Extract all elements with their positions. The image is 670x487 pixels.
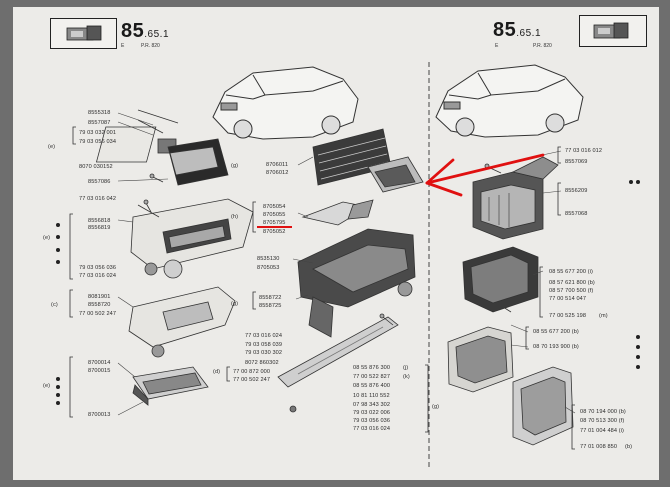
suffix-label-d: (d): [213, 369, 221, 375]
part-number-label: 8706012: [266, 170, 289, 176]
suffix-label-j: (j): [403, 365, 409, 371]
part-number-label: 08 55 876 400: [353, 383, 391, 389]
red-annotation-arrow: [425, 153, 545, 197]
part-number-label: 8700013: [88, 412, 111, 418]
part-number-label: 8705052: [263, 229, 286, 235]
part-number-label: 77 00 502 247: [233, 377, 271, 383]
part-number-label: 8556818: [88, 218, 111, 224]
part-number-label: 77 01 004 484 (i): [580, 428, 624, 434]
indicator-lamp-housing: [462, 246, 539, 313]
part-number-label: 08 70 513 300 (f): [580, 418, 625, 424]
suffix-label-h: (h): [231, 214, 239, 220]
part-number-label: 8070 030152: [79, 164, 113, 170]
interior-lamp-assembly-1: [95, 109, 229, 186]
part-number-label: 79 03 056 036: [353, 418, 391, 424]
part-number-label: 79 03 056 036: [79, 265, 117, 271]
part-number-label: 79 03 032 001: [79, 130, 117, 136]
courtesy-lamp: [132, 366, 209, 406]
part-number-label: 8557087: [88, 120, 111, 126]
part-number-label: 77 03 016 042: [79, 196, 117, 202]
dashboard-housing: [297, 228, 416, 338]
part-number-label: 08 55 876 300: [353, 365, 391, 371]
part-number-label: 8700015: [88, 368, 111, 374]
lamp-thumbnail-icon: [593, 22, 629, 39]
part-number-label: 77 00 872 000: [233, 369, 271, 375]
side-marker-lamp: [447, 326, 574, 446]
part-number-label: 8072 860302: [245, 360, 279, 366]
header-left-label-pr: P.R. 820: [141, 43, 160, 49]
trim-plate: [301, 156, 424, 226]
part-number-label: 8555318: [88, 110, 111, 116]
grouping-brackets: [69, 126, 575, 450]
part-number-label: 8556209: [565, 188, 588, 194]
header-thumbnail-right: [579, 15, 647, 47]
suffix-label-g: (g): [231, 301, 239, 307]
part-number-label: 8558725: [259, 303, 282, 309]
overhead-console-lamp: [128, 286, 236, 358]
suffix-label-e: (e): [43, 235, 51, 241]
header-right-label-pr: P.R. 820: [533, 43, 552, 49]
part-number-label: 8705795: [263, 220, 286, 226]
suffix-label-m: (m): [599, 313, 608, 319]
part-number-label: 8706011: [266, 162, 289, 168]
part-number-label: 8705053: [257, 265, 280, 271]
part-number-label: 8705054: [263, 204, 286, 210]
lamp-thumbnail-icon: [66, 25, 102, 41]
part-number-label: 8705055: [263, 212, 286, 218]
exploded-parts-illustration: [56, 62, 640, 467]
part-number-label: 79 03 030 302: [245, 350, 283, 356]
part-number-label: 08 55 677 200 (b): [533, 329, 579, 335]
header-left-label-e: E: [121, 43, 125, 49]
suffix-label-c: (c): [51, 302, 58, 308]
part-number-label: 8700014: [88, 360, 111, 366]
header-right-label-e: E: [495, 43, 499, 49]
part-number-label: 77 03 016 024: [353, 426, 391, 432]
header-thumbnail-left: [50, 18, 117, 49]
catalog-reference-left: 85.65.1: [121, 20, 169, 42]
catalog-reference-right: 85.65.1: [493, 19, 541, 41]
part-number-label: 08 70 193 900 (b): [533, 344, 579, 350]
part-number-label: 8081901: [88, 294, 111, 300]
part-number-label: 07 98 343 302: [353, 402, 391, 408]
car-silhouette-right-icon: [435, 64, 584, 138]
part-number-label: 8535130: [257, 256, 280, 262]
part-number-label: 8558720: [88, 302, 111, 308]
catalog-page: 85.65.1 E P.R. 820 85.65.1 E P.R. 820: [13, 7, 659, 480]
part-number-label: 8557069: [565, 159, 588, 165]
part-number-label: 8556819: [88, 225, 111, 231]
part-number-label: 08 57 621 800 (b): [549, 280, 595, 286]
lamp-symbol-icons: [56, 180, 640, 405]
part-number-label: 77 00 522 827: [353, 374, 391, 380]
suffix-label-g: (g): [432, 404, 440, 410]
suffix-label-e: (e): [48, 144, 56, 150]
part-number-label: 8557068: [565, 211, 588, 217]
suffix-label-k: (k): [403, 374, 410, 380]
part-number-label: 77 00 502 247: [79, 311, 117, 317]
part-number-label: 77 01 008 850: [580, 444, 618, 450]
part-number-label: 77 00 525 198: [549, 313, 587, 319]
part-number-label: 10 81 110 552: [353, 393, 390, 399]
part-number-label: 77 03 016 024: [79, 273, 117, 279]
long-moulding-strip: [277, 316, 399, 413]
suffix-label-e: (e): [43, 383, 51, 389]
part-number-label: 79 03 022 006: [353, 410, 391, 416]
part-number-label: 77 03 016 024: [245, 333, 283, 339]
map-light-assembly: [130, 198, 254, 279]
tail-lamp-assembly: [472, 156, 559, 240]
part-number-label: 08 55 677 200 (i): [549, 269, 593, 275]
part-number-label: 77 00 514 047: [549, 296, 587, 302]
suffix-label-g: (g): [231, 163, 239, 169]
part-number-label: 77 03 016 012: [565, 148, 603, 154]
part-number-label: 79 03 056 034: [79, 139, 117, 145]
part-number-label: 79 03 058 039: [245, 342, 283, 348]
part-number-label: 08 70 194 000 (b): [580, 409, 626, 415]
part-number-label: 8557086: [88, 179, 111, 185]
part-number-label: 08 57 700 500 (f): [549, 288, 594, 294]
suffix-label-b: (b): [625, 444, 633, 450]
car-silhouette-left-icon: [212, 66, 359, 140]
part-number-label: 8558722: [259, 295, 282, 301]
